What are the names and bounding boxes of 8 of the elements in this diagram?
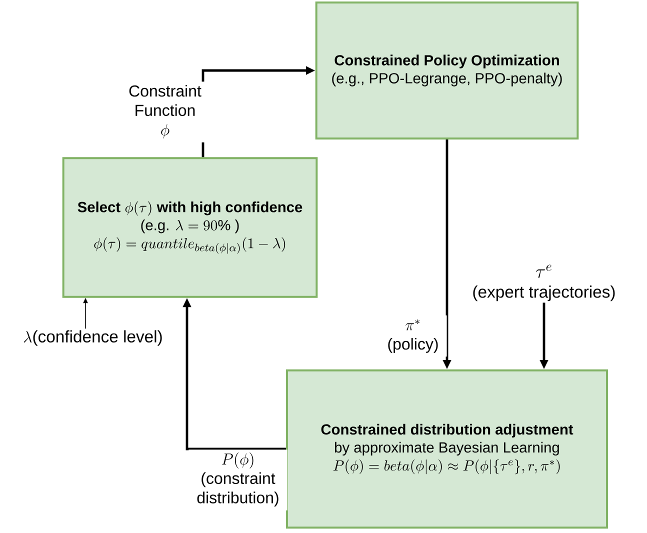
process-box: Constrained Policy Optimization (e.g., PPO-Legrange, PPO-penalty) [315,2,579,140]
input-text: $\lambda\mbox{(confidence level)}$ [24,330,162,346]
edge-label: $\begin{array}{c}\mbox{Constraint}\\\mbox{Function}\\\phi\end{array}$ [120,82,210,142]
process-box: $\mbox{\bfseries Select }\phi(\tau)\mbox{\bfseries\ with high confidence}$ $\mbox{(e.g. }\lambda=90\%\mbox{ )}$ $\phi(\tau)=quantile_{beta(\phi|\alpha)}(1-\lambda)$ [62,157,318,298]
edge-label: $\begin{array}{c}\pi^*\\\mbox{(policy)}\end{array}$ [379,315,447,357]
input-text: $\tau^e$ (expert trajectories) [473,264,615,302]
process-box: Constrained distribution adjustment by approximate Bayesian Learning $P(\phi)=beta(\phi|\alpha)\approx P(\phi|\{\tau^e\},r,\pi^*)$ [286,369,608,529]
edge-label: $\begin{array}{c}\mbox{\large$P(\phi)$}\\\mbox{(constraint}\\\mbox{distribution)}\end{array}$ [188,450,288,510]
